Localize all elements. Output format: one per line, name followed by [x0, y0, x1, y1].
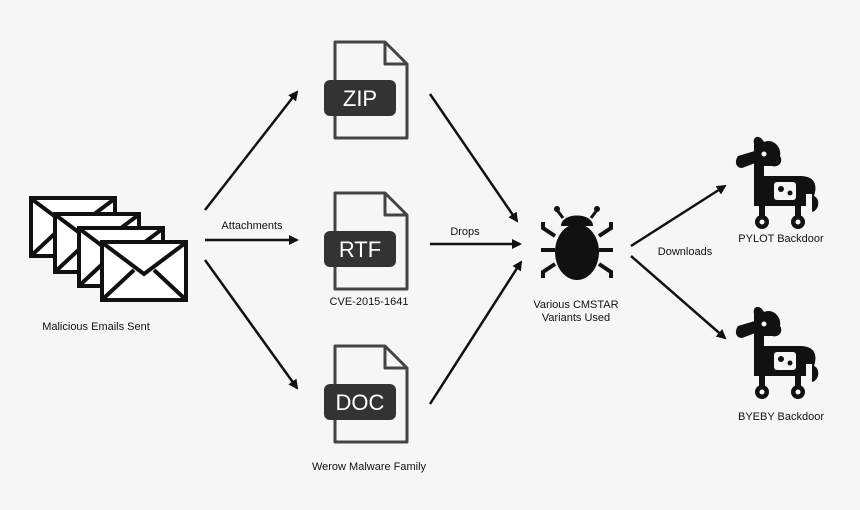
- edge-label-downloads: Downloads: [658, 246, 713, 258]
- trojan-horse-icon: [735, 306, 819, 399]
- bug-icon: [541, 206, 613, 280]
- arrow-bug-to-byeby: [630, 255, 727, 340]
- envelope-stack-icon: [29, 196, 188, 302]
- trojan-horse-icon: [735, 136, 819, 229]
- pylot-label: PYLOT Backdoor: [738, 233, 824, 245]
- byeby-label: BYEBY Backdoor: [738, 411, 824, 423]
- arrow-zip-to-bug: [428, 93, 519, 223]
- zip-badge: [324, 80, 396, 116]
- arrow-doc-to-bug: [428, 260, 523, 405]
- doc-caption: Werow Malware Family: [312, 461, 427, 473]
- arrow-emails-to-doc: [203, 259, 299, 390]
- zip-badge-text: ZIP: [343, 86, 377, 111]
- rtf-caption: CVE-2015-1641: [330, 296, 409, 308]
- rtf-badge: [324, 231, 396, 267]
- doc-badge: [324, 384, 396, 420]
- edge-label-drops: Drops: [450, 226, 480, 238]
- edge-label-attachments: Attachments: [221, 220, 283, 232]
- arrow-bug-to-pylot: [630, 184, 727, 248]
- doc-badge-text: DOC: [336, 390, 385, 415]
- rtf-badge-text: RTF: [339, 237, 381, 262]
- malware-label-line2: Variants Used: [542, 312, 610, 324]
- malware-label-line1: Various CMSTAR: [533, 299, 618, 311]
- arrow-emails-to-zip: [204, 90, 299, 211]
- source-label: Malicious Emails Sent: [42, 321, 150, 333]
